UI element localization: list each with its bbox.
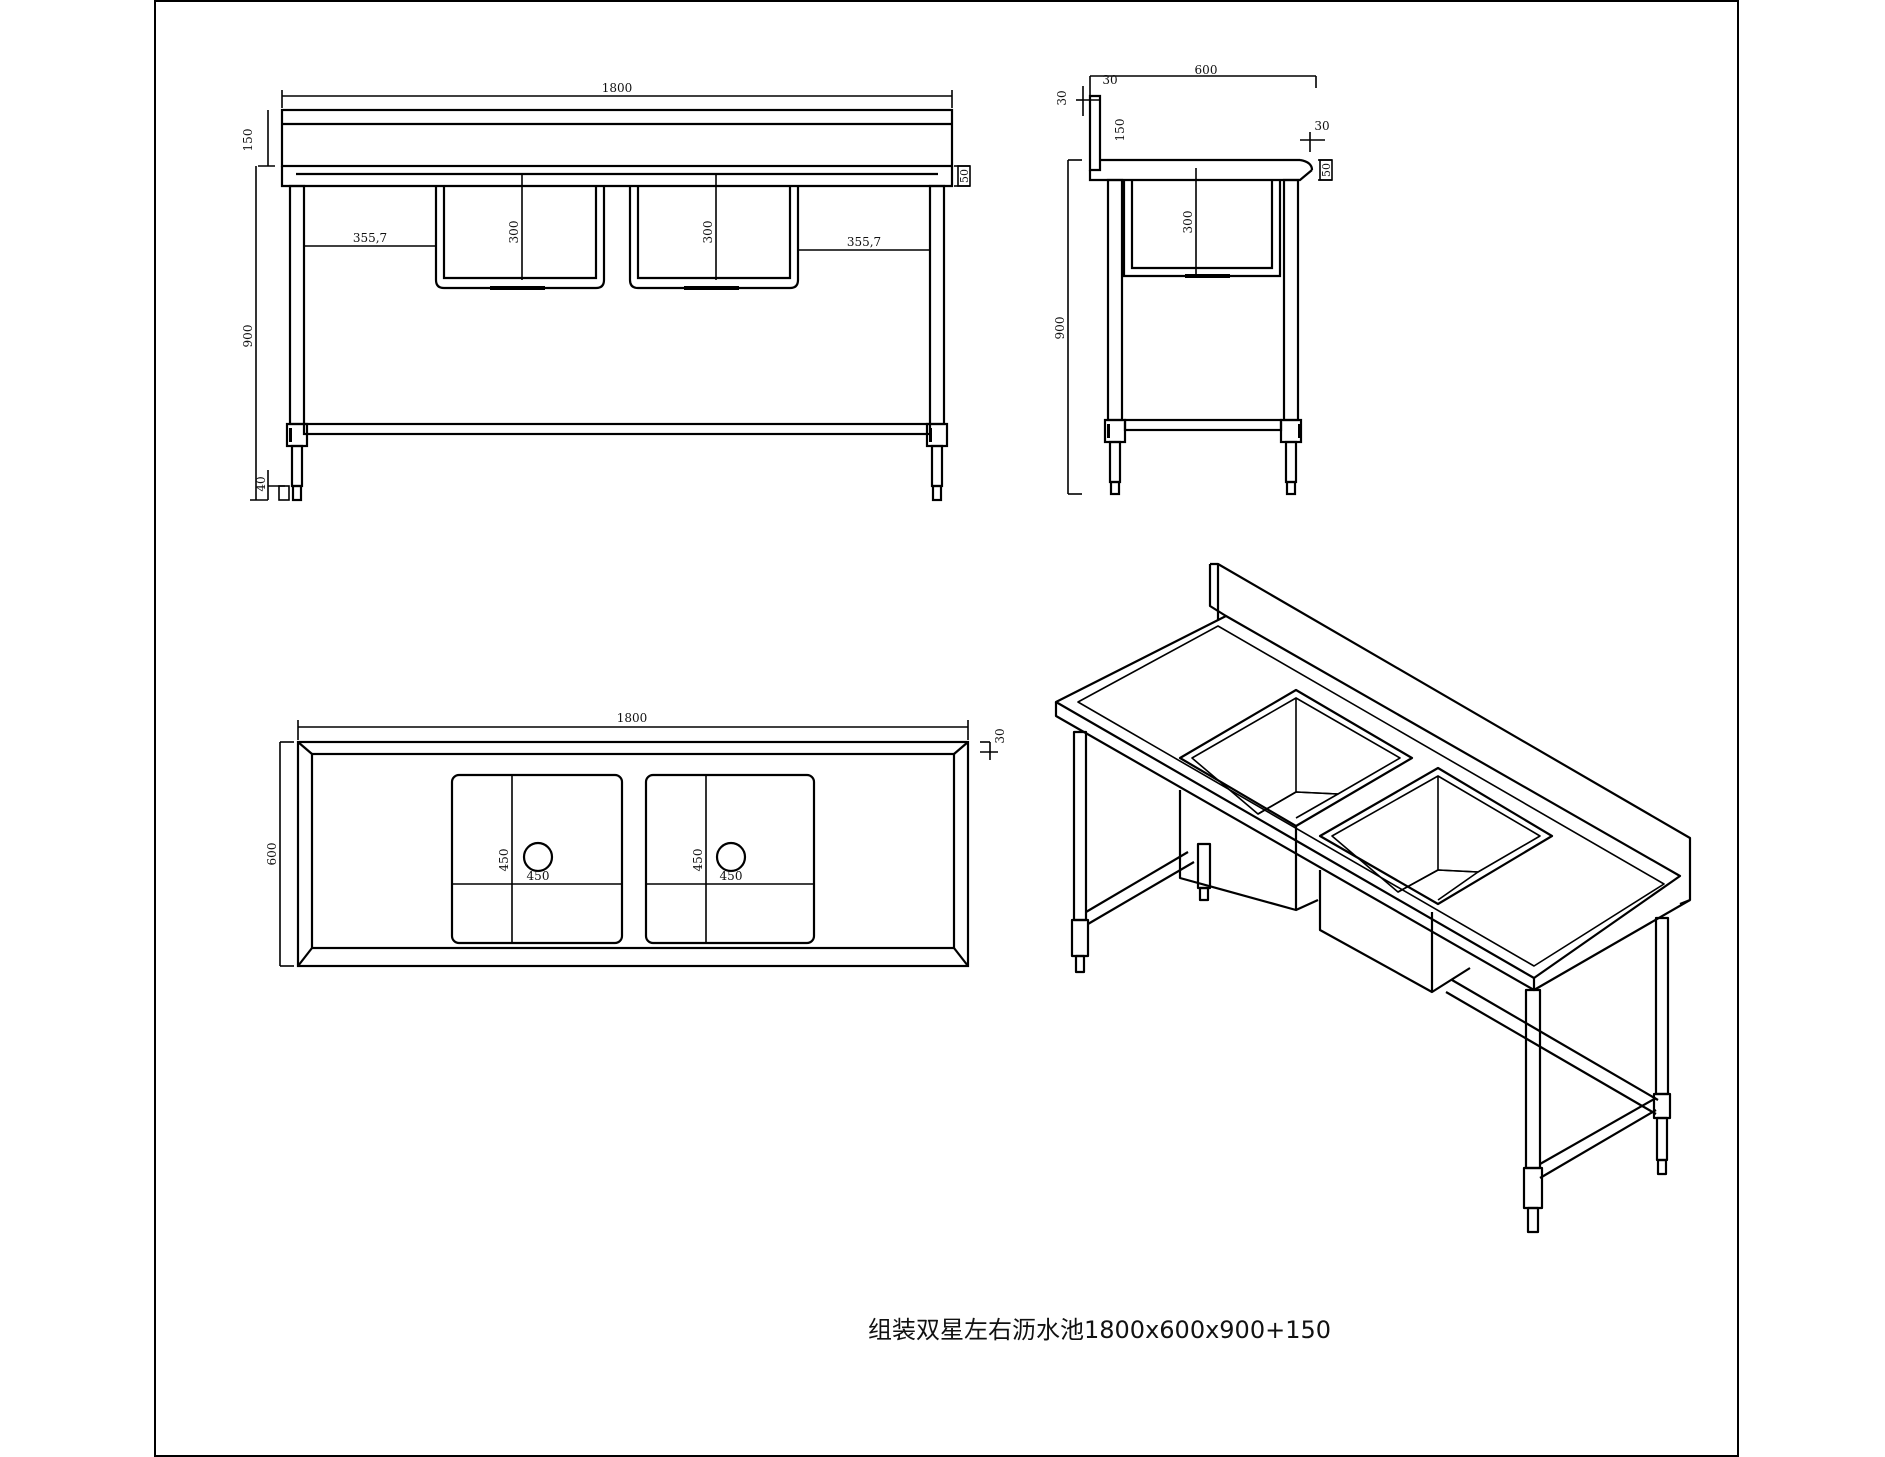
top-bowl-right (644, 773, 816, 945)
side-upstand-top-label: 30 (1102, 73, 1117, 87)
side-height-label: 900 (1053, 317, 1067, 340)
side-crossbar (1123, 418, 1283, 432)
front-backsplash-label: 150 (241, 129, 255, 152)
front-left-leg (288, 184, 306, 426)
front-bowl-left-depth-label: 300 (507, 221, 521, 244)
side-depth-label: 600 (1195, 63, 1218, 77)
front-right-leg (928, 184, 946, 426)
front-crossbar (302, 422, 932, 436)
isometric-view (1054, 562, 1692, 1234)
top-outline (296, 740, 970, 968)
iso-backsplash (1210, 562, 1692, 906)
iso-leg-back-left (1196, 842, 1212, 890)
front-height-dimensions (250, 110, 290, 501)
front-length-dimension (281, 90, 953, 108)
top-depth-label: 600 (265, 843, 279, 866)
iso-leg-front-right (1524, 988, 1542, 1170)
drawing-title: 组装双星左右沥水池1800x600x900+150 (868, 1316, 1332, 1344)
side-right-leg (1282, 178, 1300, 422)
top-drain-left (522, 841, 554, 873)
leg-collar-marks (289, 424, 1301, 442)
side-bowl (1122, 180, 1282, 278)
iso-bowl-left (1178, 688, 1414, 828)
side-backsplash-label: 150 (1113, 119, 1127, 142)
side-edge-label: 50 (1320, 163, 1333, 177)
front-view (250, 90, 971, 502)
front-length-label: 1800 (602, 81, 633, 95)
side-front-lip-label: 30 (1314, 119, 1329, 133)
side-view-labels: 600 30 30 150 30 50 300 900 (1053, 63, 1333, 339)
front-foot-label: 40 (254, 476, 268, 491)
iso-leg-back-right (1654, 916, 1670, 1096)
front-backsplash (280, 108, 954, 168)
top-bowl-left-width-label: 450 (497, 849, 511, 872)
front-height-label: 900 (241, 325, 255, 348)
side-left-leg (1106, 178, 1124, 422)
top-length-label: 1800 (617, 711, 648, 725)
front-drainboard-right-label: 355,7 (847, 235, 881, 249)
iso-bowl-right (1318, 766, 1554, 906)
top-bowl-right-length-label: 450 (720, 869, 743, 883)
top-view (279, 720, 998, 968)
side-worktop (1088, 169, 1313, 182)
side-upstand (1088, 94, 1102, 172)
top-bowl-right-width-label: 450 (691, 849, 705, 872)
front-edge-label: 50 (958, 169, 971, 183)
front-drainboard-left-label: 355,7 (353, 231, 387, 245)
iso-leg-front-left (1072, 730, 1088, 922)
sheet-border (154, 0, 1739, 1457)
top-bowl-left-length-label: 450 (527, 869, 550, 883)
top-drain-right (715, 841, 747, 873)
side-bowl-depth-label: 300 (1181, 211, 1195, 234)
iso-worktop (1054, 614, 1682, 980)
front-view-labels: 1800 150 900 40 50 300 300 355,7 355,7 (241, 81, 971, 492)
top-rim-label: 30 (993, 728, 1007, 743)
side-upstand-thickness-label: 30 (1055, 90, 1069, 105)
top-view-labels: 1800 600 30 450 450 450 450 (265, 711, 1007, 883)
top-bowl-left (450, 773, 624, 945)
front-bowl-right-depth-label: 300 (701, 221, 715, 244)
side-view (1067, 75, 1333, 496)
